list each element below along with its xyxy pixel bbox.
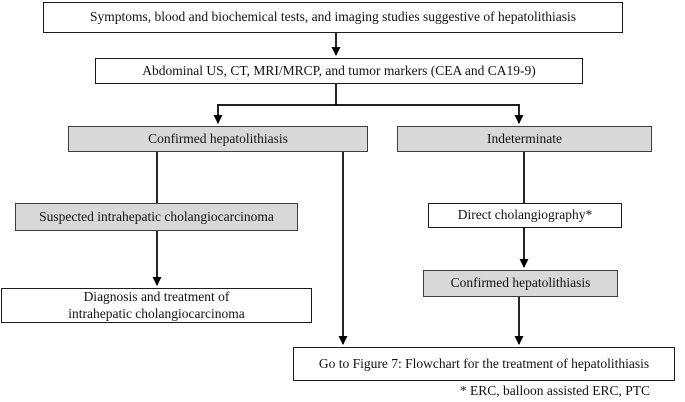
- node-symptoms: Symptoms, blood and biochemical tests, a…: [43, 2, 623, 33]
- node-diagnosis-treatment: Diagnosis and treatment of intrahepatic …: [1, 288, 312, 323]
- footnote-erc: * ERC, balloon assisted ERC, PTC: [459, 383, 650, 398]
- node-goto-figure-7: Go to Figure 7: Flowchart for the treatm…: [293, 347, 675, 381]
- node-abdominal-tests: Abdominal US, CT, MRI/MRCP, and tumor ma…: [95, 58, 583, 84]
- node-confirmed-hepatolithiasis: Confirmed hepatolithiasis: [68, 126, 368, 152]
- node-confirmed-hepatolithiasis-2: Confirmed hepatolithiasis: [423, 270, 618, 297]
- node-direct-cholangiography: Direct cholangiography*: [428, 203, 622, 228]
- node-suspected-cholangiocarcinoma: Suspected intrahepatic cholangiocarcinom…: [15, 203, 298, 231]
- node-indeterminate: Indeterminate: [397, 126, 652, 152]
